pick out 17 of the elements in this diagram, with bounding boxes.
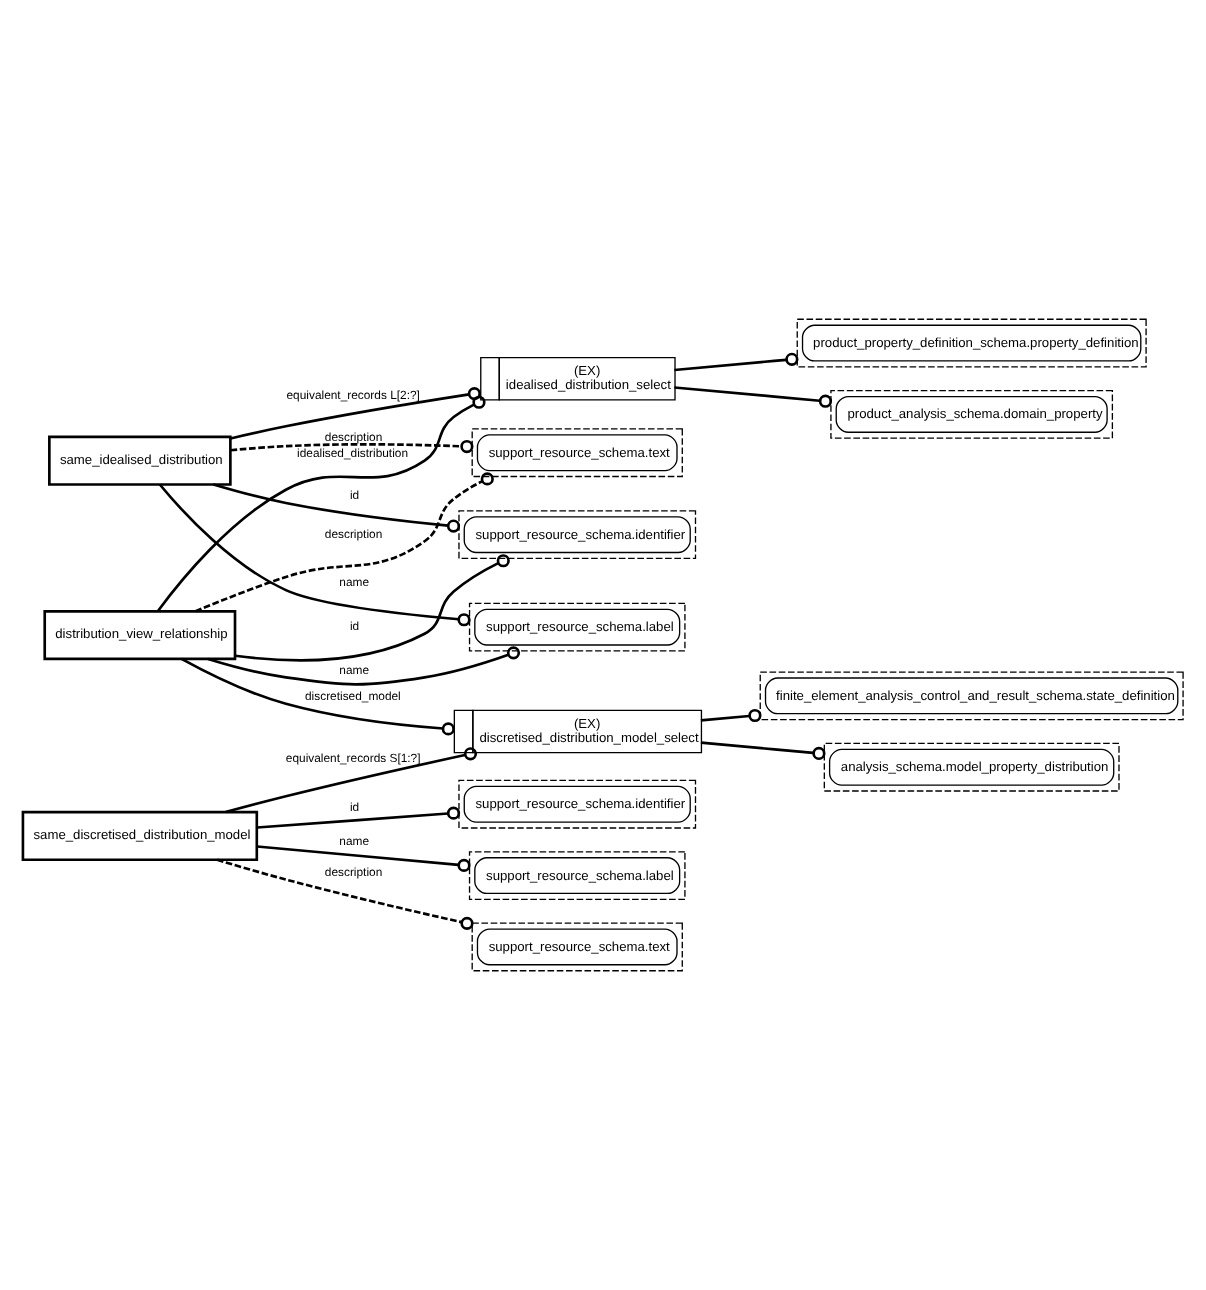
connector (674, 352, 799, 372)
connector (230, 439, 474, 454)
connector (700, 741, 826, 761)
connector (195, 472, 494, 613)
connector (700, 708, 762, 723)
connector (156, 395, 486, 613)
connector (257, 845, 471, 872)
connector (216, 858, 474, 930)
connector (257, 806, 461, 829)
connector (207, 646, 521, 686)
connector (213, 483, 461, 533)
connector (235, 554, 510, 662)
connector (158, 483, 471, 627)
connector (180, 657, 455, 736)
connector (225, 747, 478, 814)
connector (230, 387, 481, 440)
connector (674, 386, 833, 408)
